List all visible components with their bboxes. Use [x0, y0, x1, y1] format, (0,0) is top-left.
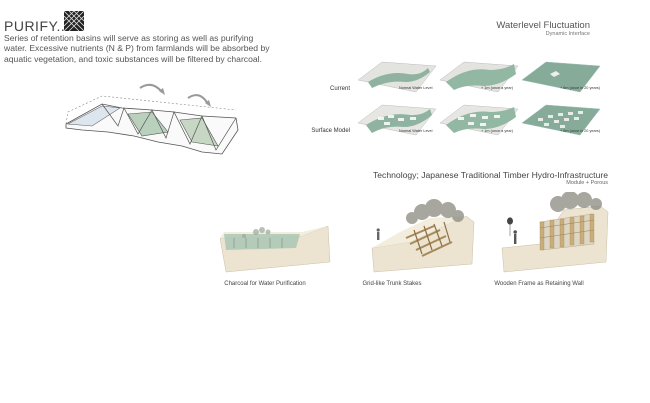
technology-subtitle: Module + Porous	[566, 180, 608, 186]
intro-paragraph: Series of retention basins will serve as…	[4, 33, 270, 64]
caption-charcoal: Charcoal for Water Purification	[224, 281, 306, 287]
row-label-surface-model: Surface Model	[311, 128, 350, 134]
terrain-tile-surface-1m	[440, 104, 518, 136]
terrain-tile-current-6m	[522, 61, 600, 93]
waterlevel-subtitle: Dynamic Interface	[545, 31, 590, 37]
row-label-current: Current	[329, 86, 350, 92]
terrain-tile-surface-6m	[522, 104, 600, 136]
page-title: PURIFY...	[4, 18, 70, 34]
caption-current-6m: + 6m (once in 20 years)	[560, 86, 600, 90]
caption-surface-6m: + 6m (once in 20 years)	[560, 129, 600, 133]
trunk-stakes-model	[371, 199, 475, 273]
grid-logo-icon	[64, 11, 84, 31]
flow-arrow-icon	[139, 83, 163, 93]
terrain-tile-surface-normal	[358, 104, 436, 136]
caption-trunk-stakes: Grid-like Trunk Stakes	[362, 281, 422, 287]
waterlevel-title: Waterlevel Fluctuation	[496, 20, 590, 31]
terrain-tile-current-normal	[358, 61, 436, 93]
caption-wooden-frame: Wooden Frame as Retaining Wall	[494, 281, 584, 287]
caption-surface-1m: + 1m (once a year)	[481, 129, 513, 133]
caption-surface-normal: Normal Water Level	[399, 129, 433, 133]
technology-title: Technology; Japanese Traditional Timber …	[372, 170, 608, 180]
caption-current-1m: + 1m (once a year)	[481, 86, 513, 90]
terrain-tile-current-1m	[440, 61, 518, 93]
flow-arrow-icon	[187, 94, 209, 105]
caption-current-normal: Normal Water Level	[399, 86, 433, 90]
charcoal-purification-model	[220, 225, 331, 273]
wooden-frame-model	[501, 192, 609, 273]
retention-basin-diagram	[65, 83, 239, 155]
